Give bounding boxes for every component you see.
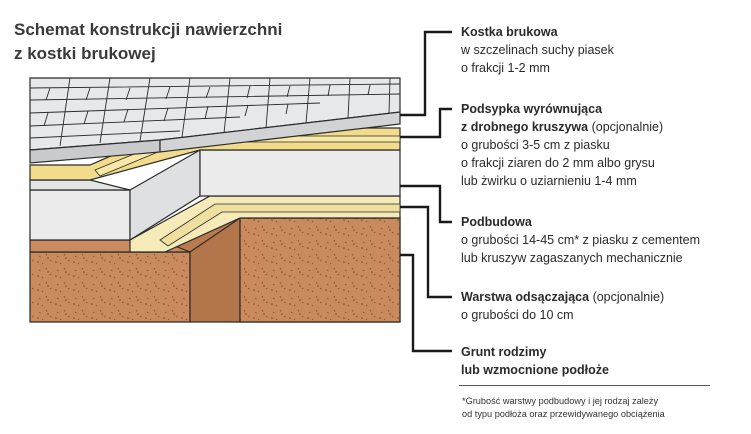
footnote-divider: [459, 385, 710, 386]
leader-base: [400, 184, 452, 224]
label-base-line-2: lub kruszyw zagaszanych mechanicznie: [461, 251, 683, 265]
leader-paver: [400, 30, 452, 117]
label-sand-bed-line-2: o frakcji ziaren do 2 mm albo grysu: [461, 156, 655, 170]
label-paver-line-2: o frakcji 1-2 mm: [461, 61, 550, 75]
label-paver: Kostka brukowa w szczelinach suchy piase…: [461, 23, 614, 77]
leader-sand-bed: [400, 107, 452, 139]
label-soil-heading: Grunt rodzimy: [461, 345, 547, 359]
label-paver-heading: Kostka brukowa: [461, 25, 558, 39]
label-base-line-1: o grubości 14-45 cm* z piasku z cementem: [461, 233, 700, 247]
base-layer: [29, 148, 401, 242]
label-base: Podbudowa o grubości 14-45 cm* z piasku …: [461, 213, 700, 267]
label-drainage: Warstwa odsączająca (opcjonalnie) o grub…: [461, 288, 664, 324]
label-sand-bed-line-1: o grubości 3-5 cm z piasku: [461, 138, 610, 152]
leader-soil: [400, 253, 452, 353]
label-sand-bed-heading: Podsypka wyrównująca: [461, 102, 603, 116]
label-sand-bed-heading-2: z drobnego kruszywa: [461, 120, 589, 134]
label-sand-bed-line-3: lub żwirku o uziarnieniu 1-4 mm: [461, 174, 637, 188]
label-paver-line-1: w szczelinach suchy piasek: [461, 43, 614, 57]
leader-lines: [400, 30, 452, 353]
label-drainage-heading: Warstwa odsączająca: [461, 290, 590, 304]
diagram-title: Schemat konstrukcji nawierzchni z kostki…: [14, 18, 314, 66]
footnote-line-1: *Grubość warstwy podbudowy i jej rodzaj …: [462, 396, 659, 406]
footnote-line-2: od typu podłoża oraz przewidywanego obci…: [462, 409, 665, 419]
label-soil: Grunt rodzimy lub wzmocnione podłoże: [461, 343, 609, 379]
title-line-2: z kostki brukowej: [14, 44, 156, 63]
label-drainage-line-1: o grubości do 10 cm: [461, 308, 574, 322]
footnote: *Grubość warstwy podbudowy i jej rodzaj …: [462, 395, 665, 421]
label-drainage-suffix: (opcjonalnie): [592, 290, 665, 304]
label-base-heading: Podbudowa: [461, 215, 532, 229]
title-line-1: Schemat konstrukcji nawierzchni: [14, 20, 283, 39]
label-sand-bed-suffix: (opcjonalnie): [591, 120, 664, 134]
label-sand-bed: Podsypka wyrównująca z drobnego kruszywa…: [461, 100, 663, 190]
leader-drainage: [400, 205, 452, 299]
paver-layer: [29, 77, 401, 164]
label-soil-heading-2: lub wzmocnione podłoże: [461, 363, 609, 377]
